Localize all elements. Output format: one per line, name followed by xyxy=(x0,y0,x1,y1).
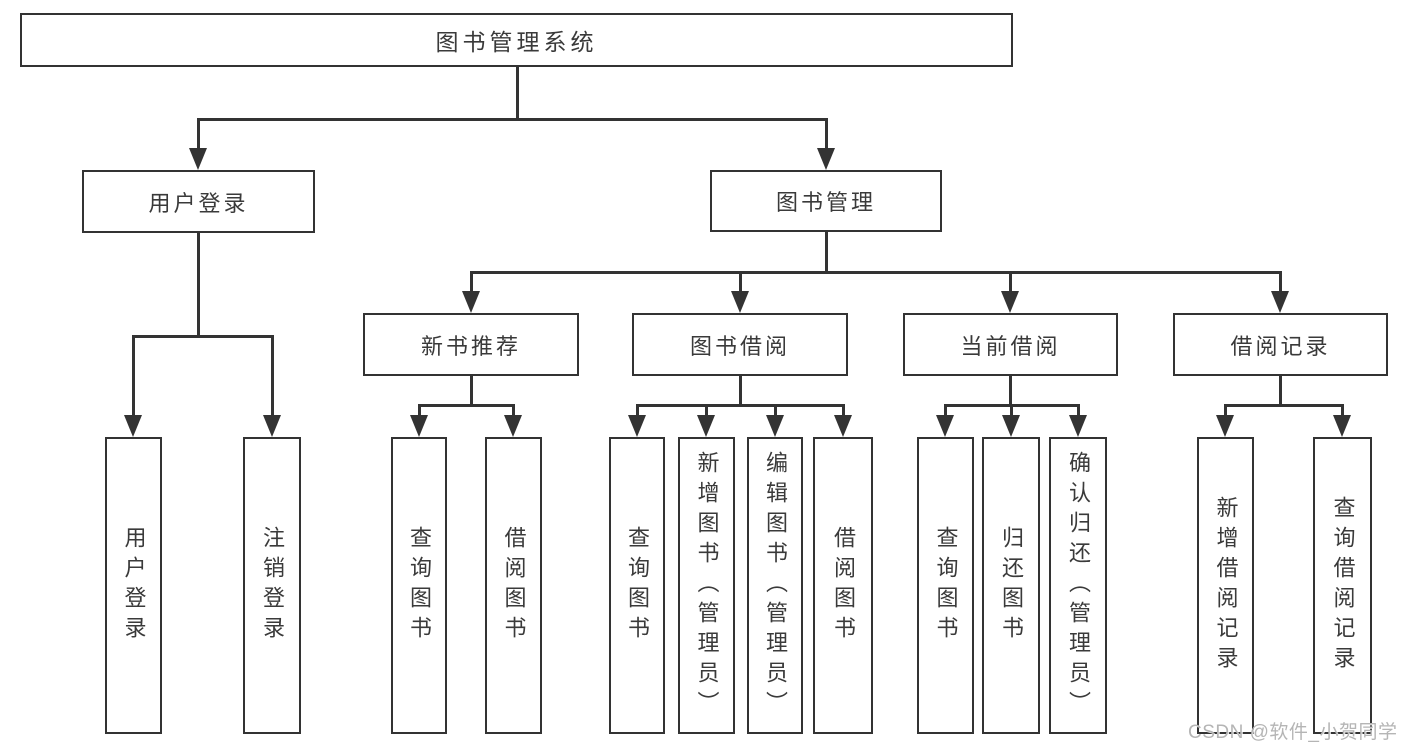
leaf-newbook-borrow-books: 借阅图书 xyxy=(485,437,542,734)
connector-leaf-drop xyxy=(512,404,515,420)
connector-level3-drop xyxy=(739,271,742,297)
leaf-logout-login: 注销登录 xyxy=(243,437,301,734)
node-book-borrow: 图书借阅 xyxy=(632,313,848,376)
connector-newbook-stem xyxy=(470,376,473,407)
leaf-user-login: 用户登录 xyxy=(105,437,162,734)
node-label: 注销登录 xyxy=(260,525,285,646)
connector-leaf-drop xyxy=(705,404,708,420)
connector-records-rail xyxy=(1224,404,1344,407)
node-user-login: 用户登录 xyxy=(82,170,315,233)
connector-user-login-rail xyxy=(132,335,274,338)
node-label: 新增借阅记录 xyxy=(1213,495,1239,676)
connector-leaf-drop xyxy=(1010,404,1013,420)
connector-book-mgmt-stem xyxy=(825,232,828,273)
leaf-borrow-query-books: 查询图书 xyxy=(609,437,665,734)
arrowhead-leaf-icon xyxy=(766,415,784,437)
node-label: 图书管理 xyxy=(775,190,876,215)
leaf-records-add-record: 新增借阅记录 xyxy=(1197,437,1254,734)
node-label: 确认归还（管理员） xyxy=(1066,450,1091,721)
connector-leaf-drop xyxy=(418,404,421,420)
arrowhead-leaf-icon xyxy=(697,415,715,437)
leaf-current-return-books: 归还图书 xyxy=(982,437,1040,734)
node-label: 编辑图书（管理员） xyxy=(763,450,788,721)
arrowhead-leaf-icon xyxy=(628,415,646,437)
arrowhead-leaf-icon xyxy=(1333,415,1351,437)
node-label: 当前借阅 xyxy=(960,333,1061,359)
node-book-management: 图书管理 xyxy=(710,170,942,232)
leaf-current-query-books: 查询图书 xyxy=(917,437,974,734)
node-label: 查询图书 xyxy=(933,525,959,646)
node-label: 图书借阅 xyxy=(689,333,790,359)
connector-leaf-drop xyxy=(1077,404,1080,420)
connector-newbook-rail xyxy=(418,404,515,407)
node-borrow-records: 借阅记录 xyxy=(1173,313,1388,376)
arrowhead-leaf-icon xyxy=(834,415,852,437)
arrowhead-leaf-icon xyxy=(1002,415,1020,437)
arrowhead-leaf-icon xyxy=(263,415,281,437)
node-label: 新书推荐 xyxy=(420,333,521,359)
node-new-book-recommend: 新书推荐 xyxy=(363,313,579,376)
arrowhead-leaf-icon xyxy=(504,415,522,437)
leaf-borrow-add-books-admin: 新增图书（管理员） xyxy=(678,437,735,734)
connector-bookborrow-rail xyxy=(636,404,845,407)
node-label: 新增图书（管理员） xyxy=(694,450,720,721)
arrowhead-leaf-icon xyxy=(124,415,142,437)
connector-leaf-drop xyxy=(132,335,135,420)
node-label: 用户登录 xyxy=(148,190,249,216)
node-label: 用户登录 xyxy=(121,525,147,646)
arrowhead-level3-icon xyxy=(1271,291,1289,313)
connector-leaf-drop xyxy=(271,335,274,420)
leaf-newbook-query-books: 查询图书 xyxy=(391,437,447,734)
node-label: 借阅图书 xyxy=(501,525,527,646)
connector-leaf-drop xyxy=(636,404,639,420)
leaf-current-confirm-return-admin: 确认归还（管理员） xyxy=(1049,437,1107,734)
connector-leaf-drop xyxy=(1224,404,1227,420)
connector-leaf-drop xyxy=(1341,404,1344,420)
leaf-records-query-record: 查询借阅记录 xyxy=(1313,437,1372,734)
arrowhead-leaf-icon xyxy=(1216,415,1234,437)
node-label: 图书管理系统 xyxy=(435,29,598,55)
arrowhead-leaf-icon xyxy=(936,415,954,437)
connector-leaf-drop xyxy=(842,404,845,420)
node-library-system: 图书管理系统 xyxy=(20,13,1013,67)
arrowhead-leaf-icon xyxy=(410,415,428,437)
node-current-borrow: 当前借阅 xyxy=(903,313,1118,376)
arrowhead-book-mgmt-icon xyxy=(817,148,835,170)
connector-leaf-drop xyxy=(944,404,947,420)
node-label: 归还图书 xyxy=(999,525,1024,646)
connector-level3-drop xyxy=(470,271,473,297)
arrowhead-level3-icon xyxy=(731,291,749,313)
connector-user-login-stem xyxy=(197,233,200,337)
connector-root-stem xyxy=(516,67,519,120)
connector-bookborrow-stem xyxy=(739,376,742,407)
connector-level3-drop xyxy=(1279,271,1282,297)
connector-user-login-drop xyxy=(197,118,200,152)
node-label: 查询图书 xyxy=(407,525,432,646)
arrowhead-level3-icon xyxy=(1001,291,1019,313)
arrowhead-user-login-icon xyxy=(189,148,207,170)
connector-records-stem xyxy=(1279,376,1282,407)
leaf-borrow-edit-books-admin: 编辑图书（管理员） xyxy=(747,437,803,734)
connector-level2-rail xyxy=(197,118,828,121)
node-label: 借阅记录 xyxy=(1230,333,1331,359)
arrowhead-leaf-icon xyxy=(1069,415,1087,437)
watermark: CSDN @软件_小贺同学 xyxy=(1188,722,1398,743)
leaf-borrow-borrow-books: 借阅图书 xyxy=(813,437,873,734)
node-label: 查询图书 xyxy=(625,525,650,646)
connector-leaf-drop xyxy=(774,404,777,420)
connector-currentborrow-stem xyxy=(1009,376,1012,407)
connector-level3-rail xyxy=(470,271,1281,274)
node-label: 查询借阅记录 xyxy=(1330,495,1356,676)
arrowhead-level3-icon xyxy=(462,291,480,313)
connector-book-mgmt-drop xyxy=(825,118,828,152)
connector-level3-drop xyxy=(1009,271,1012,297)
node-label: 借阅图书 xyxy=(831,525,856,646)
